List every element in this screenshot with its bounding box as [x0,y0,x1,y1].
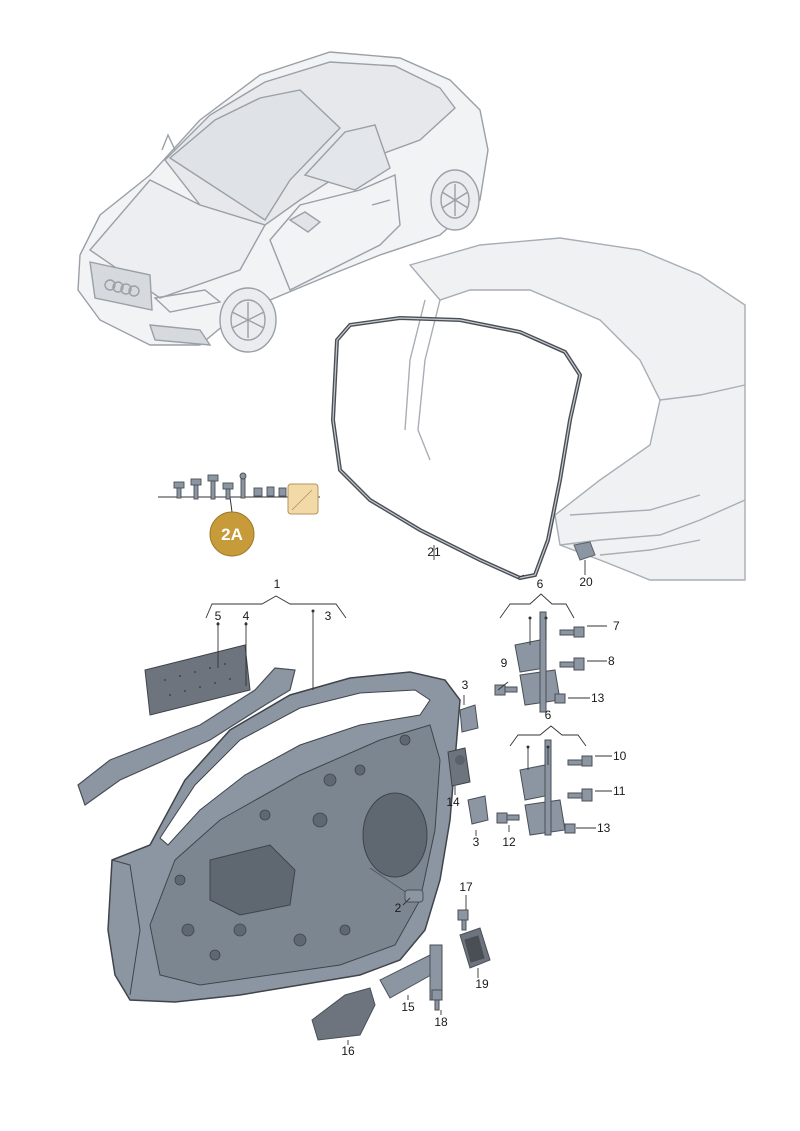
badge-2A [209,511,255,557]
callout-15: 15 [401,1000,415,1014]
callout-10: 10 [613,749,627,763]
upper-hinge [494,611,585,713]
door-check-assembly [311,909,491,1041]
part-3-clip-upper [459,704,479,733]
callout-9: 9 [501,656,508,670]
body-door-opening [404,237,746,581]
callout-3-clip-upper: 3 [462,678,469,692]
callout-1: 1 [274,577,281,591]
part-5-damping-pad [144,644,251,716]
callout-12: 12 [502,835,516,849]
callout-3-door: 3 [325,609,332,623]
callout-13-upper: 13 [591,691,605,705]
callout-6-upper: 6 [537,577,544,591]
callout-5: 5 [215,609,222,623]
lower-hinge [496,739,593,836]
part-4-reinforcement [77,667,296,806]
badge-label: 2A [221,525,243,544]
callout-20: 20 [579,575,593,589]
part-21-door-seal [330,315,583,581]
callout-4: 4 [243,609,250,623]
callout-6-lower: 6 [545,708,552,722]
callout-3-clip-lower: 3 [473,835,480,849]
fastener-set-2A: 2A [158,472,320,557]
callout-2: 2 [395,901,402,915]
callout-18: 18 [434,1015,448,1029]
callout-13-lower: 13 [597,821,611,835]
callout-7: 7 [613,619,620,633]
leader-arrowheads [216,609,550,749]
callout-17: 17 [459,880,473,894]
callout-labels: 1 5 4 3 21 6 20 7 8 9 13 3 6 10 11 14 13… [215,545,627,1058]
callout-16: 16 [341,1044,355,1058]
callout-19: 19 [475,977,489,991]
callout-14: 14 [446,795,460,809]
callout-11: 11 [613,784,626,798]
callout-8: 8 [608,654,615,668]
callout-21: 21 [427,545,441,559]
part-3-clip-lower [467,795,489,825]
vehicle-illustration [77,51,489,353]
part-14-lock-cylinder [447,747,471,787]
part-20-clip [573,541,596,561]
part-3-door-shell [107,671,461,1003]
leader-lines [205,545,612,1045]
